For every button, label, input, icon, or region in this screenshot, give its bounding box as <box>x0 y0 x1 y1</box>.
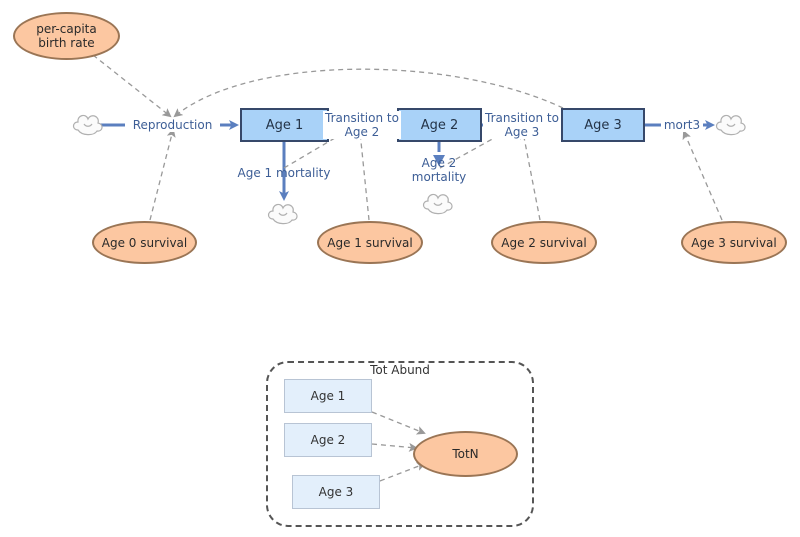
age2-mortality-arrowhead <box>433 155 445 166</box>
link-age1-transition2 <box>283 130 347 169</box>
link-ghost2-totn <box>371 442 418 452</box>
stock-age2[interactable]: Age 2 <box>397 108 482 142</box>
stock-age3[interactable]: Age 3 <box>561 108 645 142</box>
ghost-age3-label: Age 3 <box>318 485 354 499</box>
age1-mortality-sink-cloud-icon <box>267 203 298 225</box>
stock-age1[interactable]: Age 1 <box>240 108 329 142</box>
mort3-sink-cloud-icon <box>715 114 746 136</box>
link-age0survival-reproduction <box>149 128 176 221</box>
link-ghost3-totn <box>379 462 426 482</box>
link-age1survival-transition2 <box>356 130 370 221</box>
flow-age2-mortality-label[interactable]: Age 2 mortality <box>411 156 467 184</box>
param-age2-survival[interactable]: Age 2 survival <box>491 221 597 264</box>
info-links <box>92 54 723 482</box>
param-age0-survival[interactable]: Age 0 survival <box>92 221 197 264</box>
link-age2survival-transition3 <box>519 130 541 221</box>
ghost-age3[interactable]: Age 3 <box>292 475 380 509</box>
clouds <box>72 114 746 225</box>
link-birthrate-reproduction <box>92 54 172 118</box>
ghost-age1-label: Age 1 <box>310 389 346 403</box>
flow-transition-age3-label[interactable]: Transition to Age 3 <box>483 111 561 139</box>
stock-age2-label: Age 2 <box>420 117 459 133</box>
param-age0-survival-label: Age 0 survival <box>101 235 188 250</box>
ghost-age2[interactable]: Age 2 <box>284 423 372 457</box>
tot-abund-group[interactable] <box>266 361 534 527</box>
param-age3-survival[interactable]: Age 3 survival <box>681 221 787 264</box>
stock-age3-label: Age 3 <box>584 117 622 133</box>
link-age3survival-mort3 <box>682 130 723 221</box>
ghost-age2-label: Age 2 <box>310 433 346 447</box>
param-age3-survival-label: Age 3 survival <box>691 235 777 250</box>
age2-mortality-sink-cloud-icon <box>422 193 453 215</box>
stock-age1-label: Age 1 <box>265 117 304 133</box>
converter-totn-label: TotN <box>452 447 479 461</box>
flow-reproduction-label[interactable]: Reproduction <box>125 118 220 132</box>
flow-mort3-label[interactable]: mort3 <box>661 118 703 132</box>
param-age2-survival-label: Age 2 survival <box>501 235 587 250</box>
source-cloud-icon <box>72 114 103 136</box>
param-per-capita-birth-rate-label: per-capita birth rate <box>36 22 97 50</box>
converter-totn[interactable]: TotN <box>413 431 518 477</box>
link-age3-reproduction <box>173 68 564 118</box>
flow-age1-mortality-label[interactable]: Age 1 mortality <box>237 166 331 180</box>
link-ghost1-totn <box>371 411 426 435</box>
link-age2-transition3 <box>439 131 507 169</box>
ghost-age1[interactable]: Age 1 <box>284 379 372 413</box>
tot-abund-group-title: Tot Abund <box>370 363 430 377</box>
flow-transition-age2-label[interactable]: Transition to Age 2 <box>323 111 401 139</box>
param-per-capita-birth-rate[interactable]: per-capita birth rate <box>13 12 120 60</box>
param-age1-survival-label: Age 1 survival <box>327 235 413 250</box>
param-age1-survival[interactable]: Age 1 survival <box>317 221 423 264</box>
